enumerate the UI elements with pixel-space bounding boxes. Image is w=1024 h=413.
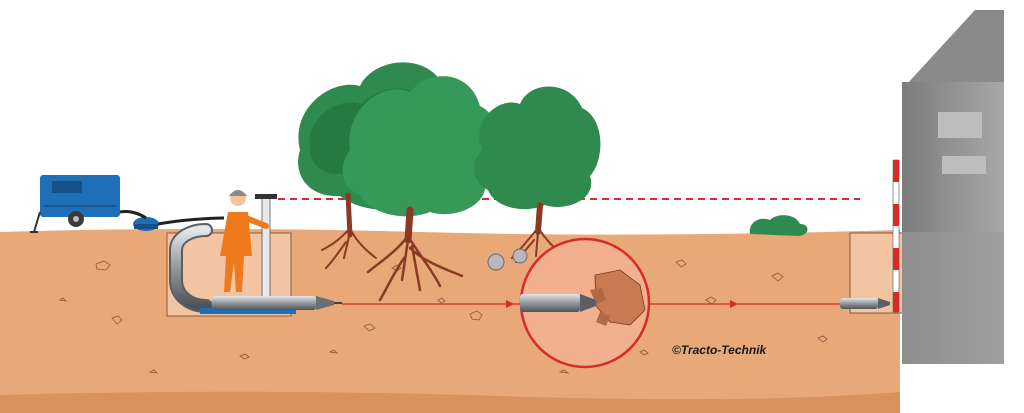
tree-right <box>474 86 601 210</box>
compressor-unit <box>30 175 159 233</box>
soil-layer <box>0 229 900 413</box>
air-hoses <box>119 210 225 226</box>
building-window-upper <box>938 112 982 138</box>
bush <box>749 215 808 236</box>
tree-middle <box>342 76 500 217</box>
boring-tool-start <box>212 296 342 310</box>
buried-pipes <box>487 248 528 271</box>
soil-pebbles <box>58 259 828 374</box>
tree-roots <box>321 192 563 302</box>
boring-tool-end <box>840 298 890 309</box>
zoom-detail-circle <box>519 237 651 369</box>
building-window-lower <box>942 156 986 174</box>
image-credit: ©Tracto-Technik <box>672 343 768 357</box>
pipe-feed-segments <box>169 223 213 313</box>
building <box>902 10 1004 364</box>
survey-pole <box>892 159 900 313</box>
